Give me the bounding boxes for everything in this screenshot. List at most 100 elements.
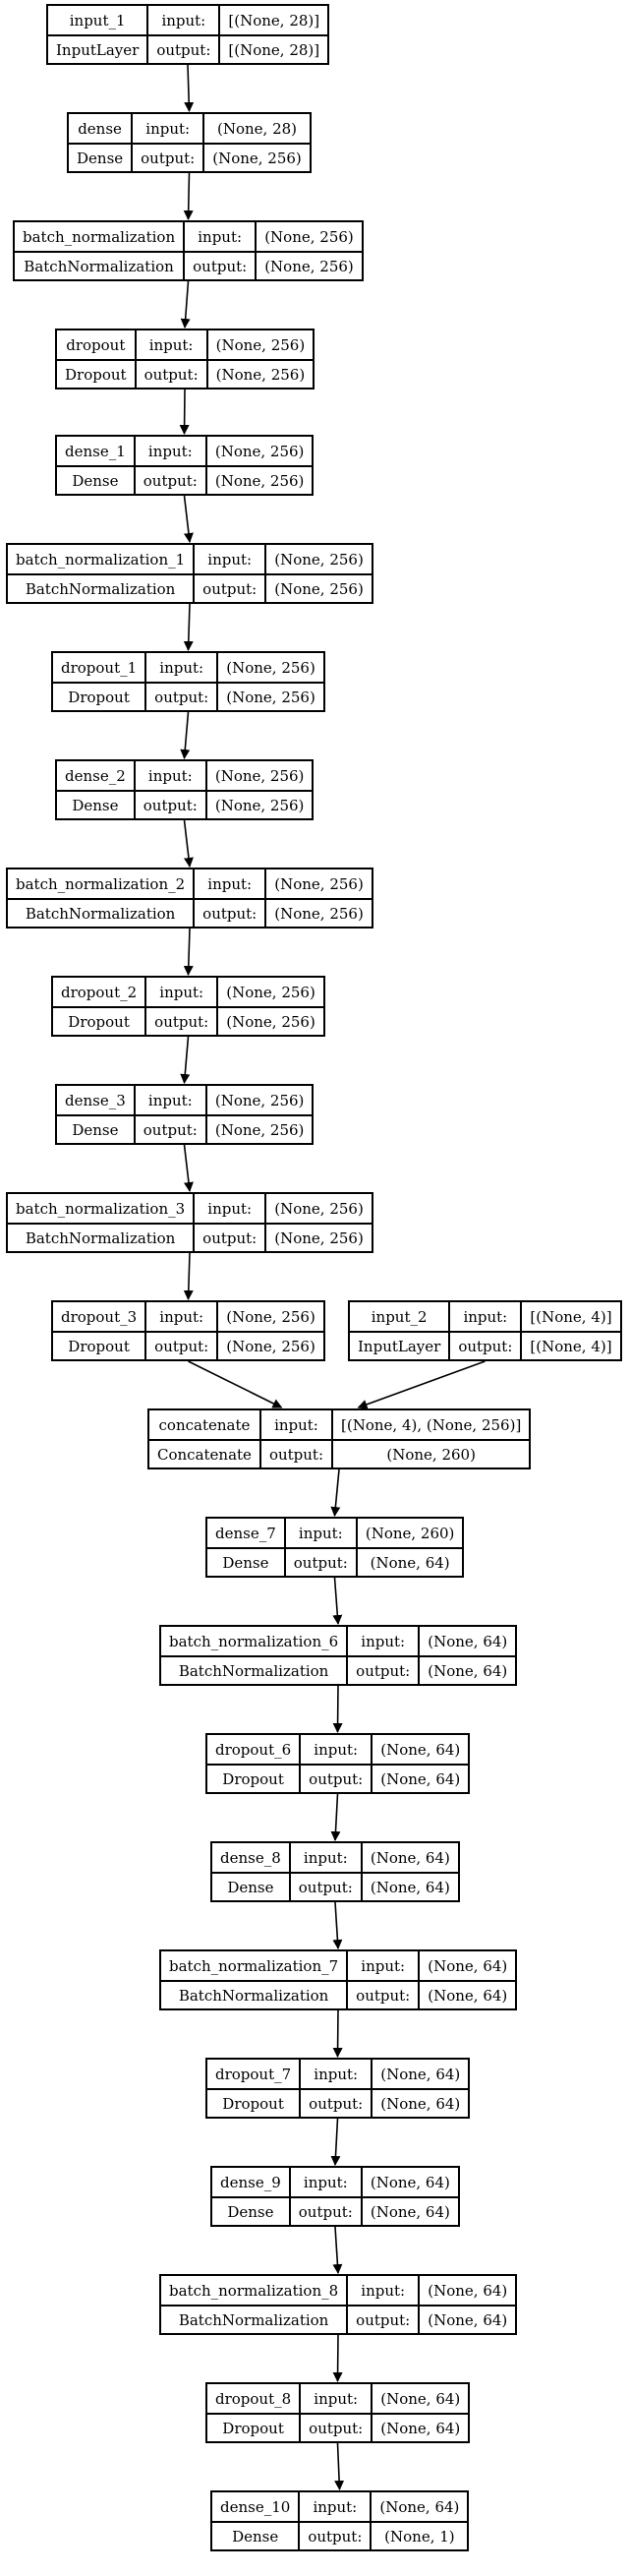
output-shape: (None, 256) [266, 573, 372, 602]
layer-name: batch_normalization_7 [169, 1956, 339, 1975]
input-shape: [(None, 28)] [228, 11, 320, 30]
layer-name: dense_9 [220, 2173, 281, 2191]
io-labels: input: output: [193, 869, 265, 927]
input-label: input: [207, 1199, 253, 1218]
layer-type: Dropout [207, 2413, 300, 2441]
output-shape: [(None, 28)] [220, 34, 328, 63]
input-shape: (None, 64) [380, 2389, 461, 2408]
input-label: input: [147, 442, 193, 460]
edge-batch-normalization-6-to-dropout-6 [332, 1685, 343, 1733]
edge-input-2-to-concatenate [357, 1360, 486, 1409]
edge-dense-7-to-batch-normalization-6 [332, 1577, 343, 1625]
layer-type: Dense [69, 143, 132, 171]
output-label: output: [148, 34, 219, 63]
io-labels: input:output: [146, 6, 219, 63]
edge-dense-3-to-batch-normalization-3 [183, 1144, 194, 1192]
output-label: output: [348, 1980, 419, 2008]
shapes: (None, 256)(None, 256) [255, 222, 362, 279]
input-label: input: [361, 1632, 406, 1650]
edge-batch-normalization-2-to-dropout-2 [183, 928, 194, 976]
layer-name: dropout_2 [61, 983, 138, 1001]
input-label: input: [298, 1524, 343, 1542]
layer-type: Dropout [207, 1764, 300, 1792]
output-label: output: [301, 2413, 372, 2441]
layer-type: Dense [212, 2521, 299, 2549]
output-label: output: [135, 790, 205, 818]
input-shape: (None, 256) [264, 227, 354, 246]
input-shape: (None, 256) [214, 442, 305, 460]
output-label: output: [146, 682, 217, 710]
layer-type: BatchNormalization [8, 1223, 194, 1251]
io-labels: input:output: [299, 2060, 372, 2117]
output-label: output: [301, 2088, 372, 2117]
input-shape: (None, 256) [274, 874, 364, 893]
shapes: (None, 64)(None, 64) [371, 1735, 469, 1792]
layer-type: Dense [57, 1114, 134, 1143]
input-shape: (None, 64) [379, 2497, 460, 2516]
input-label: input: [148, 335, 194, 354]
output-shape: (None, 64) [357, 1547, 463, 1576]
layer-type: BatchNormalization [8, 898, 194, 927]
io-labels: input:output: [144, 1302, 217, 1359]
layer-name: dense_2 [65, 766, 126, 785]
output-shape: (None, 256) [206, 790, 313, 818]
output-shape: (None, 64) [420, 1655, 516, 1684]
edge-batch-normalization-1-to-dropout-1 [183, 603, 194, 651]
layer-name: dense_1 [65, 442, 126, 460]
shapes: (None, 64)(None, 64) [360, 1843, 458, 1900]
output-shape: (None, 1) [372, 2521, 468, 2549]
layer-name: dropout_6 [215, 1740, 292, 1759]
layer-type: Dense [57, 465, 134, 494]
output-shape: (None, 64) [362, 2196, 458, 2225]
input-label: input: [207, 874, 253, 893]
io-labels: input:output: [144, 978, 217, 1035]
input-shape: (None, 64) [370, 1848, 450, 1867]
layer-name: dropout_3 [61, 1307, 138, 1326]
output-label: output: [195, 898, 265, 927]
edge-dropout-7-to-dense-9 [330, 2118, 341, 2166]
layer-name: batch_normalization [23, 227, 176, 246]
layer-name: batch_normalization_8 [169, 2281, 339, 2300]
input-label: input: [313, 2497, 358, 2516]
output-label: output: [300, 2521, 371, 2549]
edge-batch-normalization-7-to-dropout-7 [332, 2009, 343, 2058]
output-shape: (None, 256) [266, 1223, 372, 1251]
layer-name: batch_normalization_2 [16, 874, 186, 893]
output-label: output: [195, 573, 265, 602]
edge-dense-to-batch-normalization [183, 172, 194, 220]
output-shape: (None, 256) [266, 898, 372, 927]
input-label: input: [159, 983, 204, 1001]
layer-type: BatchNormalization [161, 1980, 347, 2008]
layer-type: BatchNormalization [8, 573, 194, 602]
layer-name: dense_3 [65, 1091, 126, 1109]
shapes: (None, 256)(None, 256) [216, 1302, 323, 1359]
io-labels: input:output: [183, 222, 256, 279]
shapes: (None, 256)(None, 256) [264, 1194, 372, 1251]
io-labels: input: output: [298, 2492, 371, 2549]
io-labels: input:output: [299, 1735, 372, 1792]
